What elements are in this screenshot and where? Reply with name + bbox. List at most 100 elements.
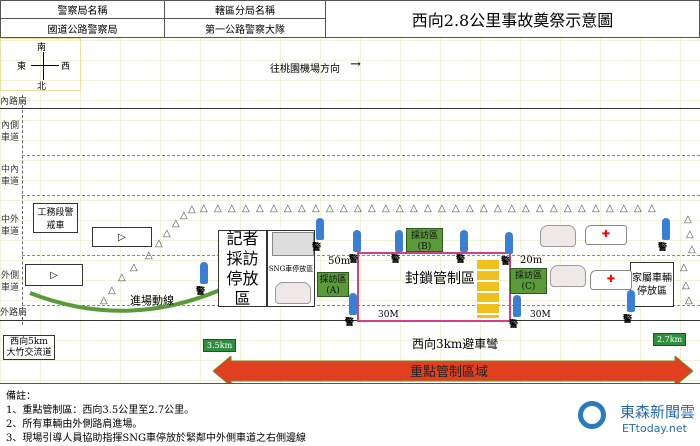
blockade-label: 封鎖管制區 xyxy=(405,271,475,287)
cone-icon: △ xyxy=(312,203,320,214)
cone-icon: △ xyxy=(145,250,153,261)
interview-area-b: 採訪區 (B) xyxy=(406,228,443,252)
cone-icon: △ xyxy=(326,203,334,214)
sng-van xyxy=(272,232,314,256)
cone-icon: △ xyxy=(550,203,558,214)
key-zone-arrow xyxy=(213,356,693,386)
police-car xyxy=(550,265,586,287)
cone-icon: △ xyxy=(686,229,694,240)
police-officer-icon xyxy=(513,295,521,317)
cone-icon: △ xyxy=(620,203,628,214)
cone-icon: △ xyxy=(214,203,222,214)
direction-arrow: → xyxy=(350,57,361,72)
note-item: 2、所有車輛由外側路肩進場。 xyxy=(6,419,143,430)
logo-name: 東森新聞雲 xyxy=(620,403,696,421)
police-car xyxy=(540,225,576,247)
work-vehicle-2: ▷ xyxy=(25,264,83,286)
lane-outer: 外側車道 xyxy=(0,271,19,293)
cone-icon: △ xyxy=(382,203,390,214)
cone-icon: △ xyxy=(200,203,208,214)
cone-icon: △ xyxy=(648,203,656,214)
police-label: 警 xyxy=(623,315,633,325)
note-item: 3、現場引導人員協助指揮SNG車停放於緊鄰中外側車道之右側邊線 xyxy=(6,433,306,444)
cone-icon: △ xyxy=(172,218,180,229)
entry-route-arrow xyxy=(29,288,221,313)
cone-icon: △ xyxy=(100,295,108,306)
family-area: 家屬車輛停放區 xyxy=(630,262,674,307)
km-marker-2-7: 2.7km xyxy=(653,333,687,346)
police-bureau-label: 警察局名稱 xyxy=(0,0,165,19)
cone-icon: △ xyxy=(508,203,516,214)
cone-icon: △ xyxy=(680,262,688,273)
police-car xyxy=(275,282,311,304)
police-officer-icon xyxy=(353,230,361,252)
cone-icon: △ xyxy=(522,203,530,214)
direction-label: 往桃園機場方向 xyxy=(270,64,340,75)
compass-east: 東 xyxy=(17,62,27,72)
cone-icon: △ xyxy=(592,203,600,214)
lane-mid-inner: 中內車道 xyxy=(0,165,19,187)
cone-icon: △ xyxy=(298,203,306,214)
cone-icon: △ xyxy=(396,203,404,214)
ettoday-logo-icon xyxy=(578,401,606,429)
branch-value: 第一公路警察大隊 xyxy=(164,18,326,38)
police-label: 警 xyxy=(658,243,668,253)
police-officer-icon xyxy=(395,230,403,252)
police-officer-icon xyxy=(460,230,468,252)
refuge-bay-label: 西向3km避車彎 xyxy=(412,337,499,351)
cone-icon: △ xyxy=(270,203,278,214)
cone-icon: △ xyxy=(340,203,348,214)
cone-icon: △ xyxy=(438,203,446,214)
note-item: 1、重點管制區：西向3.5公里至2.7公里。 xyxy=(6,405,195,416)
distance-30m-right: 30M xyxy=(530,310,551,320)
cone-icon: △ xyxy=(155,238,163,249)
interview-area-a: 採訪區 (A) xyxy=(317,272,349,297)
ambulance: ✚ xyxy=(585,225,627,245)
police-label: 警 xyxy=(349,255,359,265)
cone-icon: △ xyxy=(682,280,690,291)
cone-icon: △ xyxy=(130,262,138,273)
cone-icon: △ xyxy=(536,203,544,214)
police-label: 警 xyxy=(196,287,206,297)
cone-icon: △ xyxy=(256,203,264,214)
lane-inner-shoulder: 內路肩 xyxy=(0,97,28,107)
cone-icon: △ xyxy=(108,285,116,296)
cone-icon: △ xyxy=(354,203,362,214)
compass-south: 南 xyxy=(37,43,47,53)
police-label: 警 xyxy=(509,320,519,330)
cone-icon: △ xyxy=(634,203,642,214)
cone-icon: △ xyxy=(480,203,488,214)
police-officer-icon xyxy=(349,293,357,315)
compass-north: 北 xyxy=(37,82,47,92)
work-vehicle-label: 工務段警戒車 xyxy=(33,203,78,233)
interview-area-c: 採訪區 (C) xyxy=(510,268,547,294)
cone-icon: △ xyxy=(118,272,126,283)
cone-icon: △ xyxy=(466,203,474,214)
notes-title: 備註： xyxy=(6,391,36,402)
cone-icon: △ xyxy=(684,214,692,225)
cone-icon: △ xyxy=(180,210,188,221)
distance-30m-left: 30M xyxy=(378,310,399,320)
interchange-label: 西向5km 大竹交流道 xyxy=(3,335,55,360)
distance-50m: 50m xyxy=(328,256,351,267)
cone-icon: △ xyxy=(685,295,693,306)
police-officer-icon xyxy=(662,218,670,240)
lane-outer-shoulder: 外路肩 xyxy=(0,308,28,318)
key-zone-label: 重點管制區域 xyxy=(410,365,489,380)
press-area: 記者採訪停放區 xyxy=(218,229,267,308)
lane-inner: 內側車道 xyxy=(0,121,19,143)
police-bureau-value: 國道公路警察局 xyxy=(0,18,165,38)
police-label: 警 xyxy=(501,257,511,267)
logo-url: ETtoday.net xyxy=(622,422,687,435)
lane-mid-outer: 中外車道 xyxy=(0,215,19,237)
cone-icon: △ xyxy=(410,203,418,214)
cone-icon: △ xyxy=(163,228,171,239)
cone-icon: △ xyxy=(284,203,292,214)
ambulance: ✚ xyxy=(590,270,632,290)
cone-icon: △ xyxy=(368,203,376,214)
police-officer-icon xyxy=(505,232,513,254)
branch-label: 轄區分局名稱 xyxy=(164,0,326,19)
cone-icon: △ xyxy=(242,203,250,214)
cone-icon: △ xyxy=(494,203,502,214)
